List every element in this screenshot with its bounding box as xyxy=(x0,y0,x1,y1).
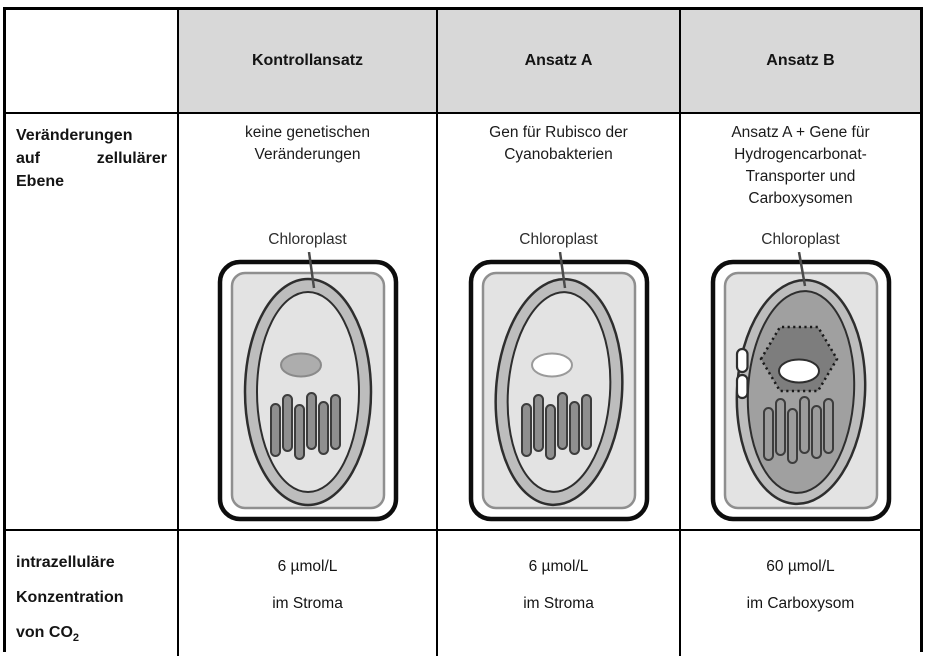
row-label-line2: auf zellulärer xyxy=(16,150,167,167)
chloroplast-pointer-line xyxy=(797,252,806,287)
rubisco-ellipse-white xyxy=(777,358,820,384)
chloroplast-label-ansatz-a: Chloroplast xyxy=(519,231,598,248)
rubisco-ellipse-white xyxy=(530,352,573,378)
header-ansatz-b: Ansatz B xyxy=(679,10,920,112)
co2-value-ansatz-b: 60 µmol/L im Carboxysom xyxy=(679,529,920,657)
co2-location: im Stroma xyxy=(272,595,343,613)
grana-stack xyxy=(269,392,341,460)
chloroplast-label-kontroll: Chloroplast xyxy=(268,231,347,248)
grana-stack xyxy=(762,396,834,464)
rubisco-ellipse-gray xyxy=(279,352,322,378)
cell-ansatz-b-changes: Ansatz A + Gene für Hydrogencarbonat- Tr… xyxy=(679,112,920,529)
header-corner-cell xyxy=(6,10,177,112)
plant-cell-diagram-ansatz-a xyxy=(468,252,649,522)
co2-value-kontroll: 6 µmol/L im Stroma xyxy=(177,529,436,657)
ansatz-b-description: Ansatz A + Gene für Hydrogencarbonat- Tr… xyxy=(731,124,870,207)
header-ansatz-a: Ansatz A xyxy=(436,10,679,112)
kontroll-description: keine genetischen Veränderungen xyxy=(245,124,370,163)
co2-amount: 6 µmol/L xyxy=(528,558,589,576)
cell-kontrollansatz-changes: keine genetischen Veränderungen Chloropl… xyxy=(177,112,436,529)
co2-amount: 60 µmol/L xyxy=(766,558,835,576)
row-label-cellular-changes: Veränderungen auf zellulärer Ebene xyxy=(6,112,177,529)
co2-value-ansatz-a: 6 µmol/L im Stroma xyxy=(436,529,679,657)
chloroplast-label-ansatz-b: Chloroplast xyxy=(761,231,840,248)
row-label-co2-concentration: intrazelluläre Konzentration von CO2 xyxy=(6,529,177,657)
co2-location: im Carboxysom xyxy=(746,595,855,613)
transporter-pills xyxy=(735,347,749,400)
co2-label-line1: intrazelluläre xyxy=(16,554,115,571)
co2-label-line2: Konzentration xyxy=(16,589,124,606)
comparison-table: Kontrollansatz Ansatz A Ansatz B Verände… xyxy=(3,7,923,657)
plant-cell-diagram-kontroll xyxy=(217,252,398,522)
co2-location: im Stroma xyxy=(523,595,594,613)
chloroplast-pointer-line xyxy=(558,252,566,289)
co2-subscript: 2 xyxy=(72,632,80,645)
chloroplast-inner-membrane xyxy=(255,291,360,493)
row-label-line1: Veränderungen xyxy=(16,127,133,144)
cell-ansatz-a-changes: Gen für Rubisco der Cyanobakterien Chlor… xyxy=(436,112,679,529)
row-label-line3: Ebene xyxy=(16,173,65,190)
chloroplast-pointer-line xyxy=(307,252,315,289)
ansatz-a-description: Gen für Rubisco der Cyanobakterien xyxy=(489,124,628,163)
plant-cell-diagram-ansatz-b xyxy=(710,252,891,522)
header-kontrollansatz: Kontrollansatz xyxy=(177,10,436,112)
co2-label-line3: von CO2 xyxy=(16,624,80,645)
grana-stack xyxy=(520,392,592,460)
co2-amount: 6 µmol/L xyxy=(277,558,338,576)
